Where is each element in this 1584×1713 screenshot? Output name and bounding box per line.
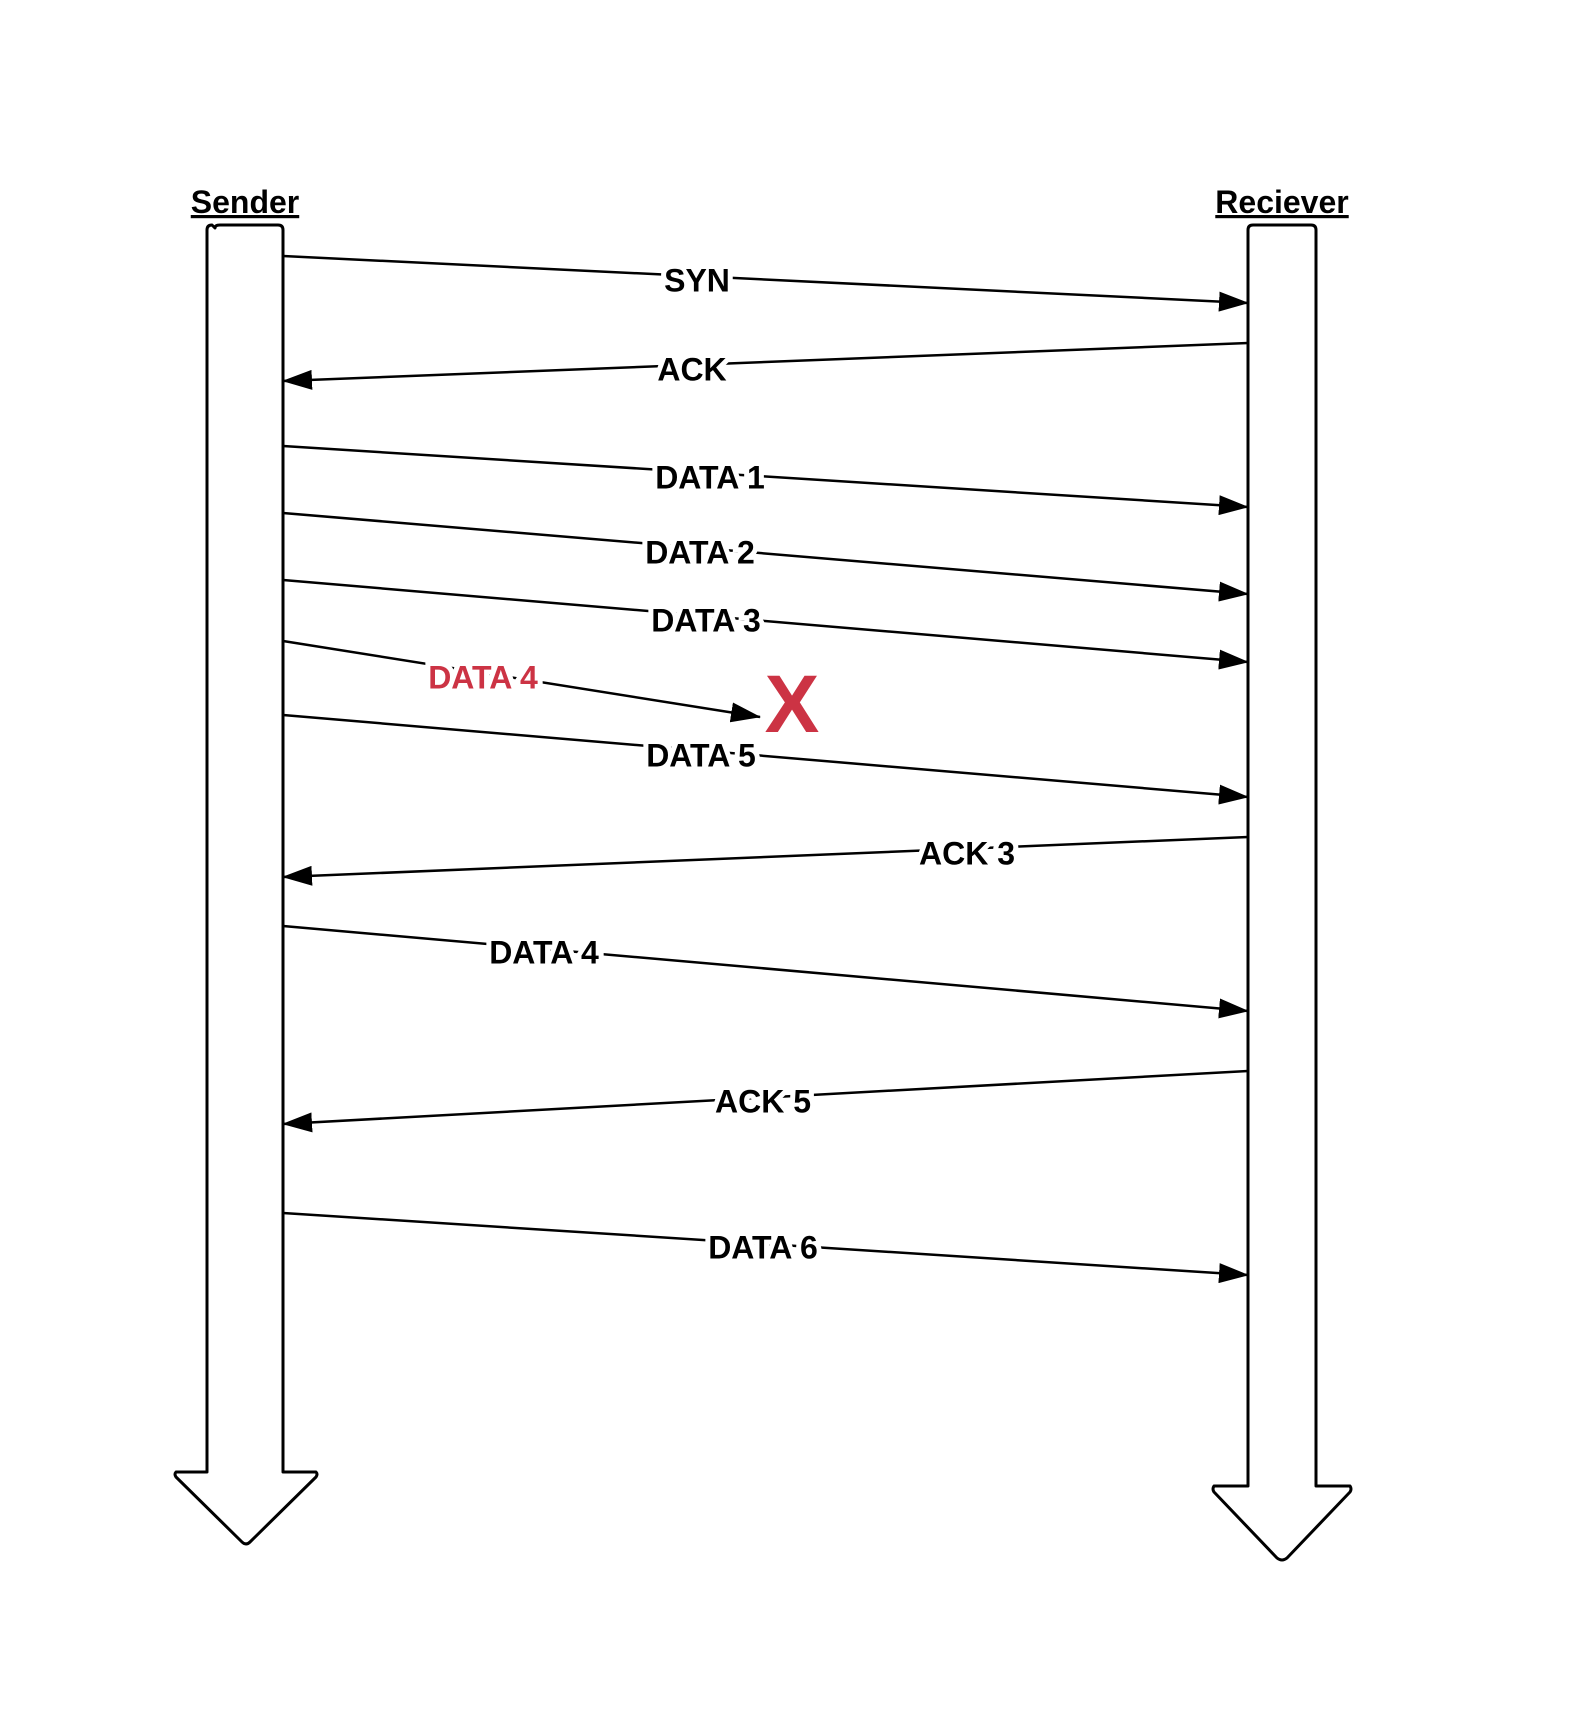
message-arrow bbox=[282, 254, 1249, 312]
message-label: ACK 5 bbox=[715, 1083, 811, 1119]
message-label: SYN bbox=[664, 262, 730, 298]
packet-lost-marker: X bbox=[765, 659, 820, 750]
message-arrow bbox=[282, 341, 1249, 390]
message-arrow bbox=[282, 1069, 1249, 1133]
message-label: DATA 6 bbox=[708, 1229, 818, 1265]
message-label: DATA 4 bbox=[428, 659, 538, 695]
message: ACK bbox=[282, 341, 1249, 392]
message: DATA 5 bbox=[282, 713, 1249, 805]
message-arrow bbox=[282, 1211, 1249, 1284]
receiver-title: Reciever bbox=[1215, 184, 1348, 220]
receiver-lifeline bbox=[1211, 223, 1353, 1562]
message-arrows: SYN ACK DATA 1 DATA 2 DATA 3 DATA 4 DATA 5 ACK … bbox=[282, 254, 1249, 1284]
message: DATA 1 bbox=[282, 444, 1249, 516]
message-label: ACK 3 bbox=[919, 835, 1015, 871]
message-label: ACK bbox=[657, 351, 726, 387]
sender-lifeline bbox=[173, 223, 319, 1546]
message: DATA 4 bbox=[282, 924, 1249, 1019]
message-arrow bbox=[282, 639, 761, 723]
message: DATA 6 bbox=[282, 1211, 1249, 1284]
sender-title: Sender bbox=[191, 184, 299, 220]
message-label: DATA 2 bbox=[645, 534, 755, 570]
message-label: DATA 4 bbox=[489, 934, 599, 970]
message: DATA 2 bbox=[282, 511, 1249, 602]
message-arrow bbox=[282, 511, 1249, 602]
message-lost: DATA 4 bbox=[282, 639, 761, 723]
message-arrow bbox=[282, 444, 1249, 516]
message-label: DATA 3 bbox=[651, 602, 761, 638]
message-arrow bbox=[282, 835, 1249, 886]
message-label: DATA 1 bbox=[655, 459, 765, 495]
message-arrow bbox=[282, 578, 1249, 670]
message: ACK 5 bbox=[282, 1069, 1249, 1133]
message-arrow bbox=[282, 924, 1249, 1019]
message-arrow bbox=[282, 713, 1249, 805]
message: DATA 3 bbox=[282, 578, 1249, 670]
message: ACK 3 bbox=[282, 830, 1249, 886]
message-label: DATA 5 bbox=[646, 737, 756, 773]
message: SYN bbox=[282, 254, 1249, 312]
